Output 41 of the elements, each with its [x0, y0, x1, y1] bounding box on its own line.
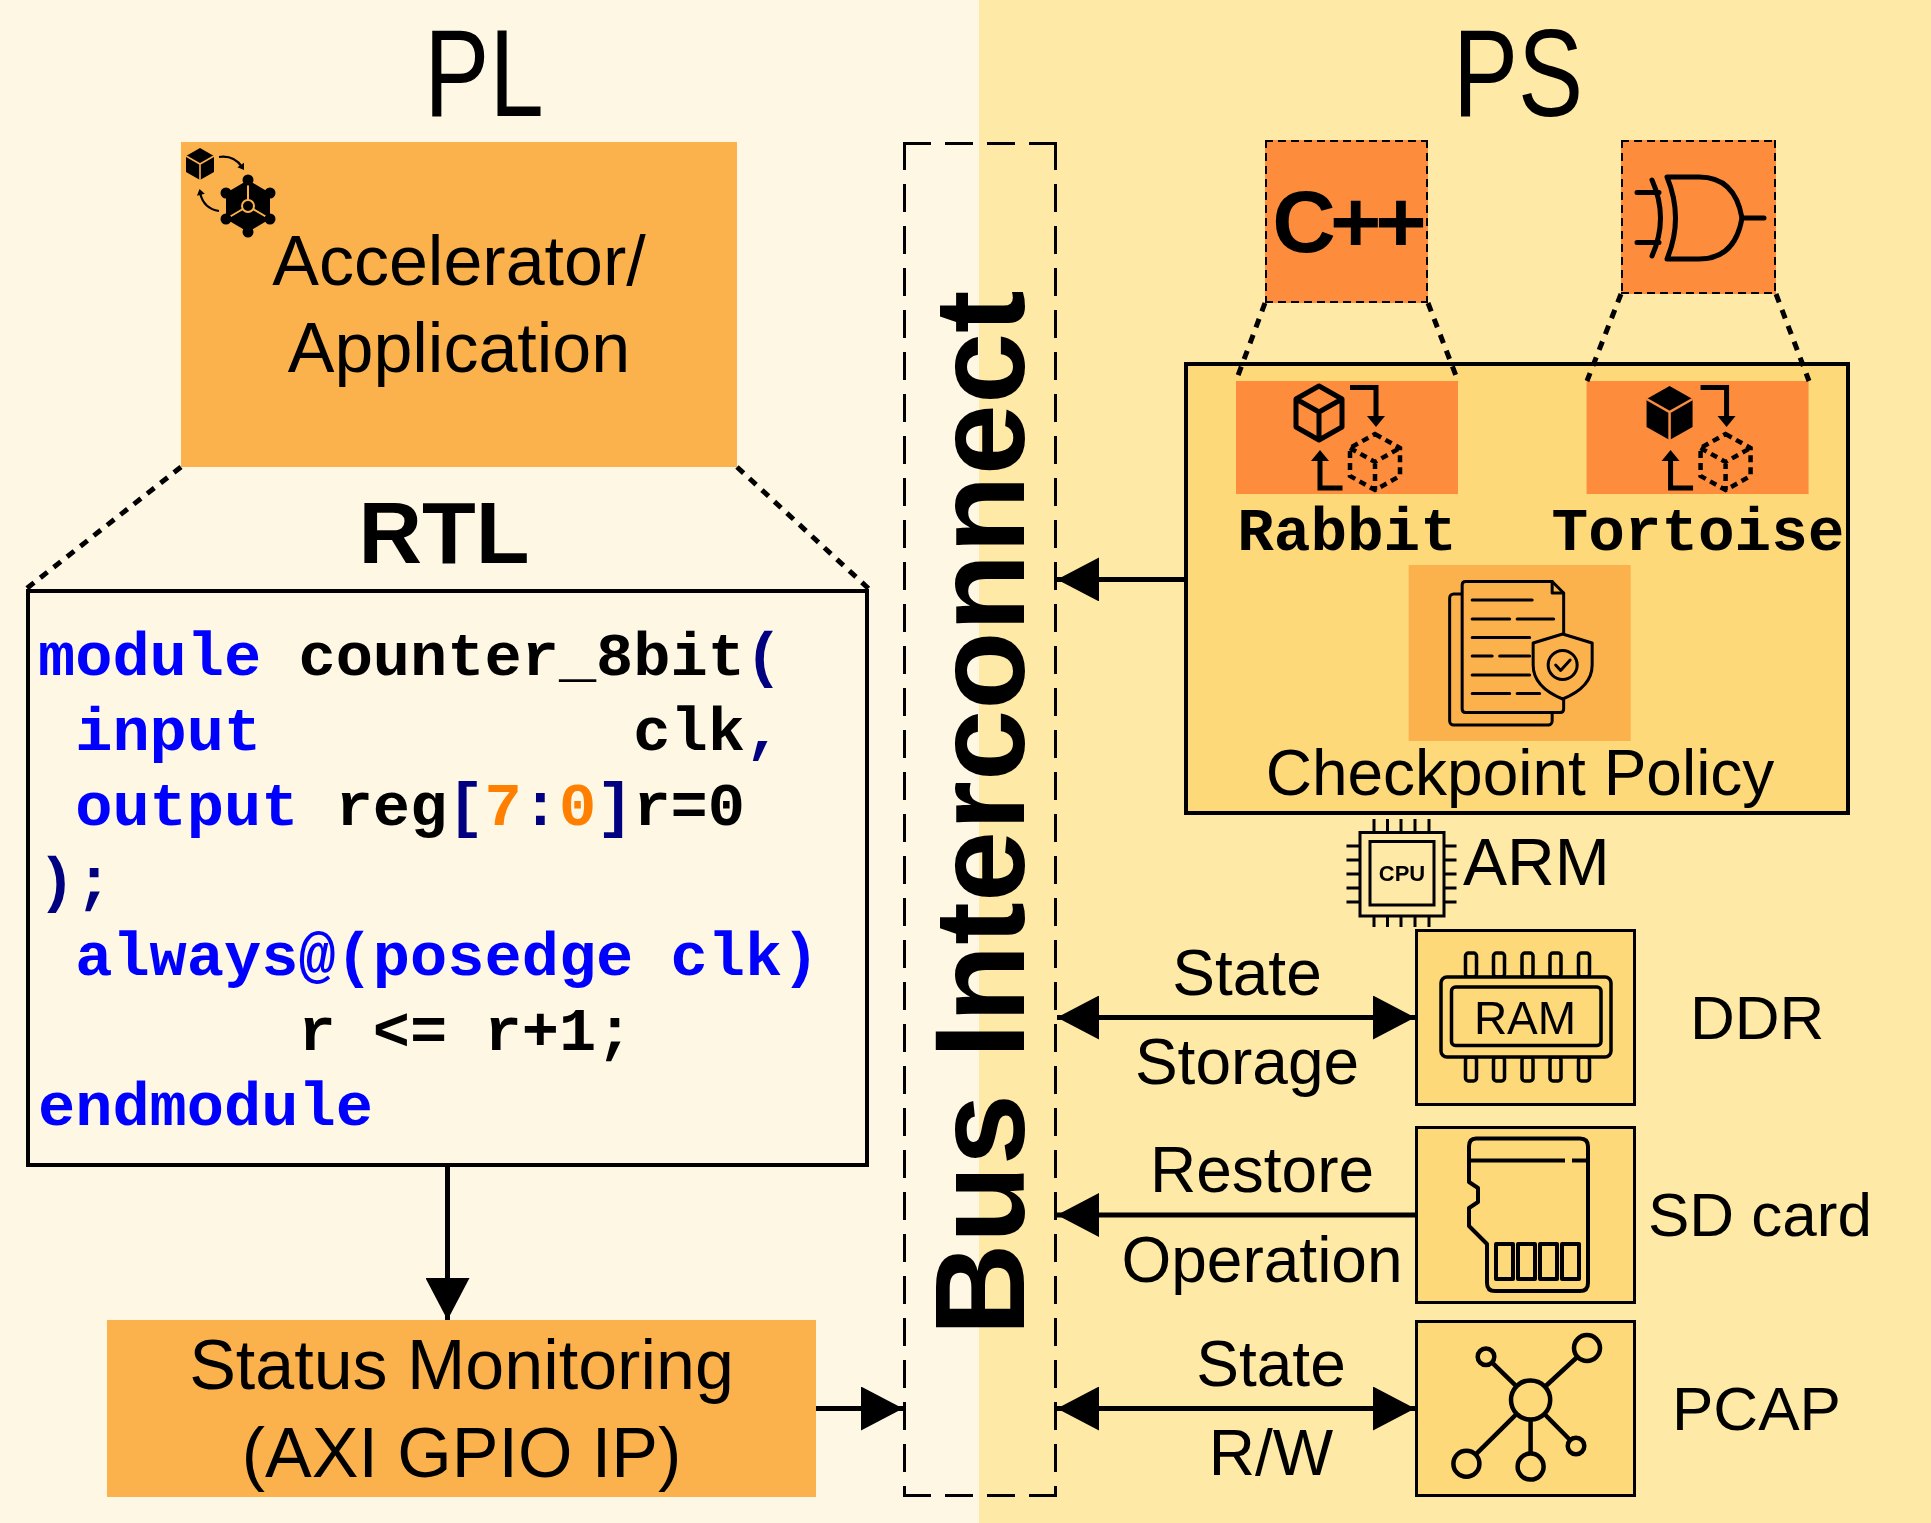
dotted-line	[24, 465, 183, 591]
process-box	[181, 142, 737, 467]
device-label: DDR	[1690, 982, 1825, 1053]
region-title: PL	[424, 10, 544, 135]
edge-label: Restore Operation	[1121, 1133, 1403, 1298]
code-line: input	[75, 697, 262, 771]
region-title: PS	[1452, 10, 1584, 135]
box-label: Accelerator/ Application	[271, 220, 647, 389]
group-box	[1184, 362, 1850, 815]
code-line: );	[38, 847, 113, 921]
chip-label: CPU	[1378, 861, 1426, 887]
node-label: Tortoise	[1551, 501, 1845, 567]
edge-label: State R/W	[1196, 1326, 1346, 1491]
dashed-box	[1265, 140, 1428, 303]
arrow	[1057, 557, 1184, 602]
arrow	[1057, 1193, 1415, 1237]
dotted-line	[1584, 293, 1624, 382]
code-line: clk,	[633, 697, 783, 771]
process-box	[107, 1320, 816, 1497]
code-line: output reg[7:0]r=0	[75, 772, 745, 846]
chip-label: RAM	[1473, 993, 1577, 1043]
code-line: always@(posedge clk)	[75, 922, 820, 996]
node-label: Rabbit	[1237, 501, 1457, 567]
box-label: C++	[1272, 173, 1421, 270]
section-heading: RTL	[358, 489, 530, 577]
device-label: SD card	[1648, 1180, 1872, 1250]
device-label: PCAP	[1672, 1373, 1841, 1444]
code-line: endmodule	[38, 1072, 373, 1146]
processor-label: ARM	[1463, 826, 1610, 898]
arrow	[425, 1167, 470, 1320]
code-panel	[26, 589, 869, 1167]
code-line: module counter_8bit(	[38, 622, 783, 696]
edge-label: State Storage	[1134, 935, 1360, 1100]
dashed-box	[1621, 140, 1776, 294]
code-line: r <= r+1;	[298, 997, 634, 1071]
vertical-label: Bus Interconnect	[916, 290, 1044, 1336]
double-arrow	[1057, 1386, 1415, 1431]
dotted-line	[735, 465, 871, 591]
double-arrow	[1057, 995, 1415, 1040]
box-label: Status Monitoring (AXI GPIO IP)	[188, 1324, 735, 1494]
arrow	[816, 1386, 903, 1431]
